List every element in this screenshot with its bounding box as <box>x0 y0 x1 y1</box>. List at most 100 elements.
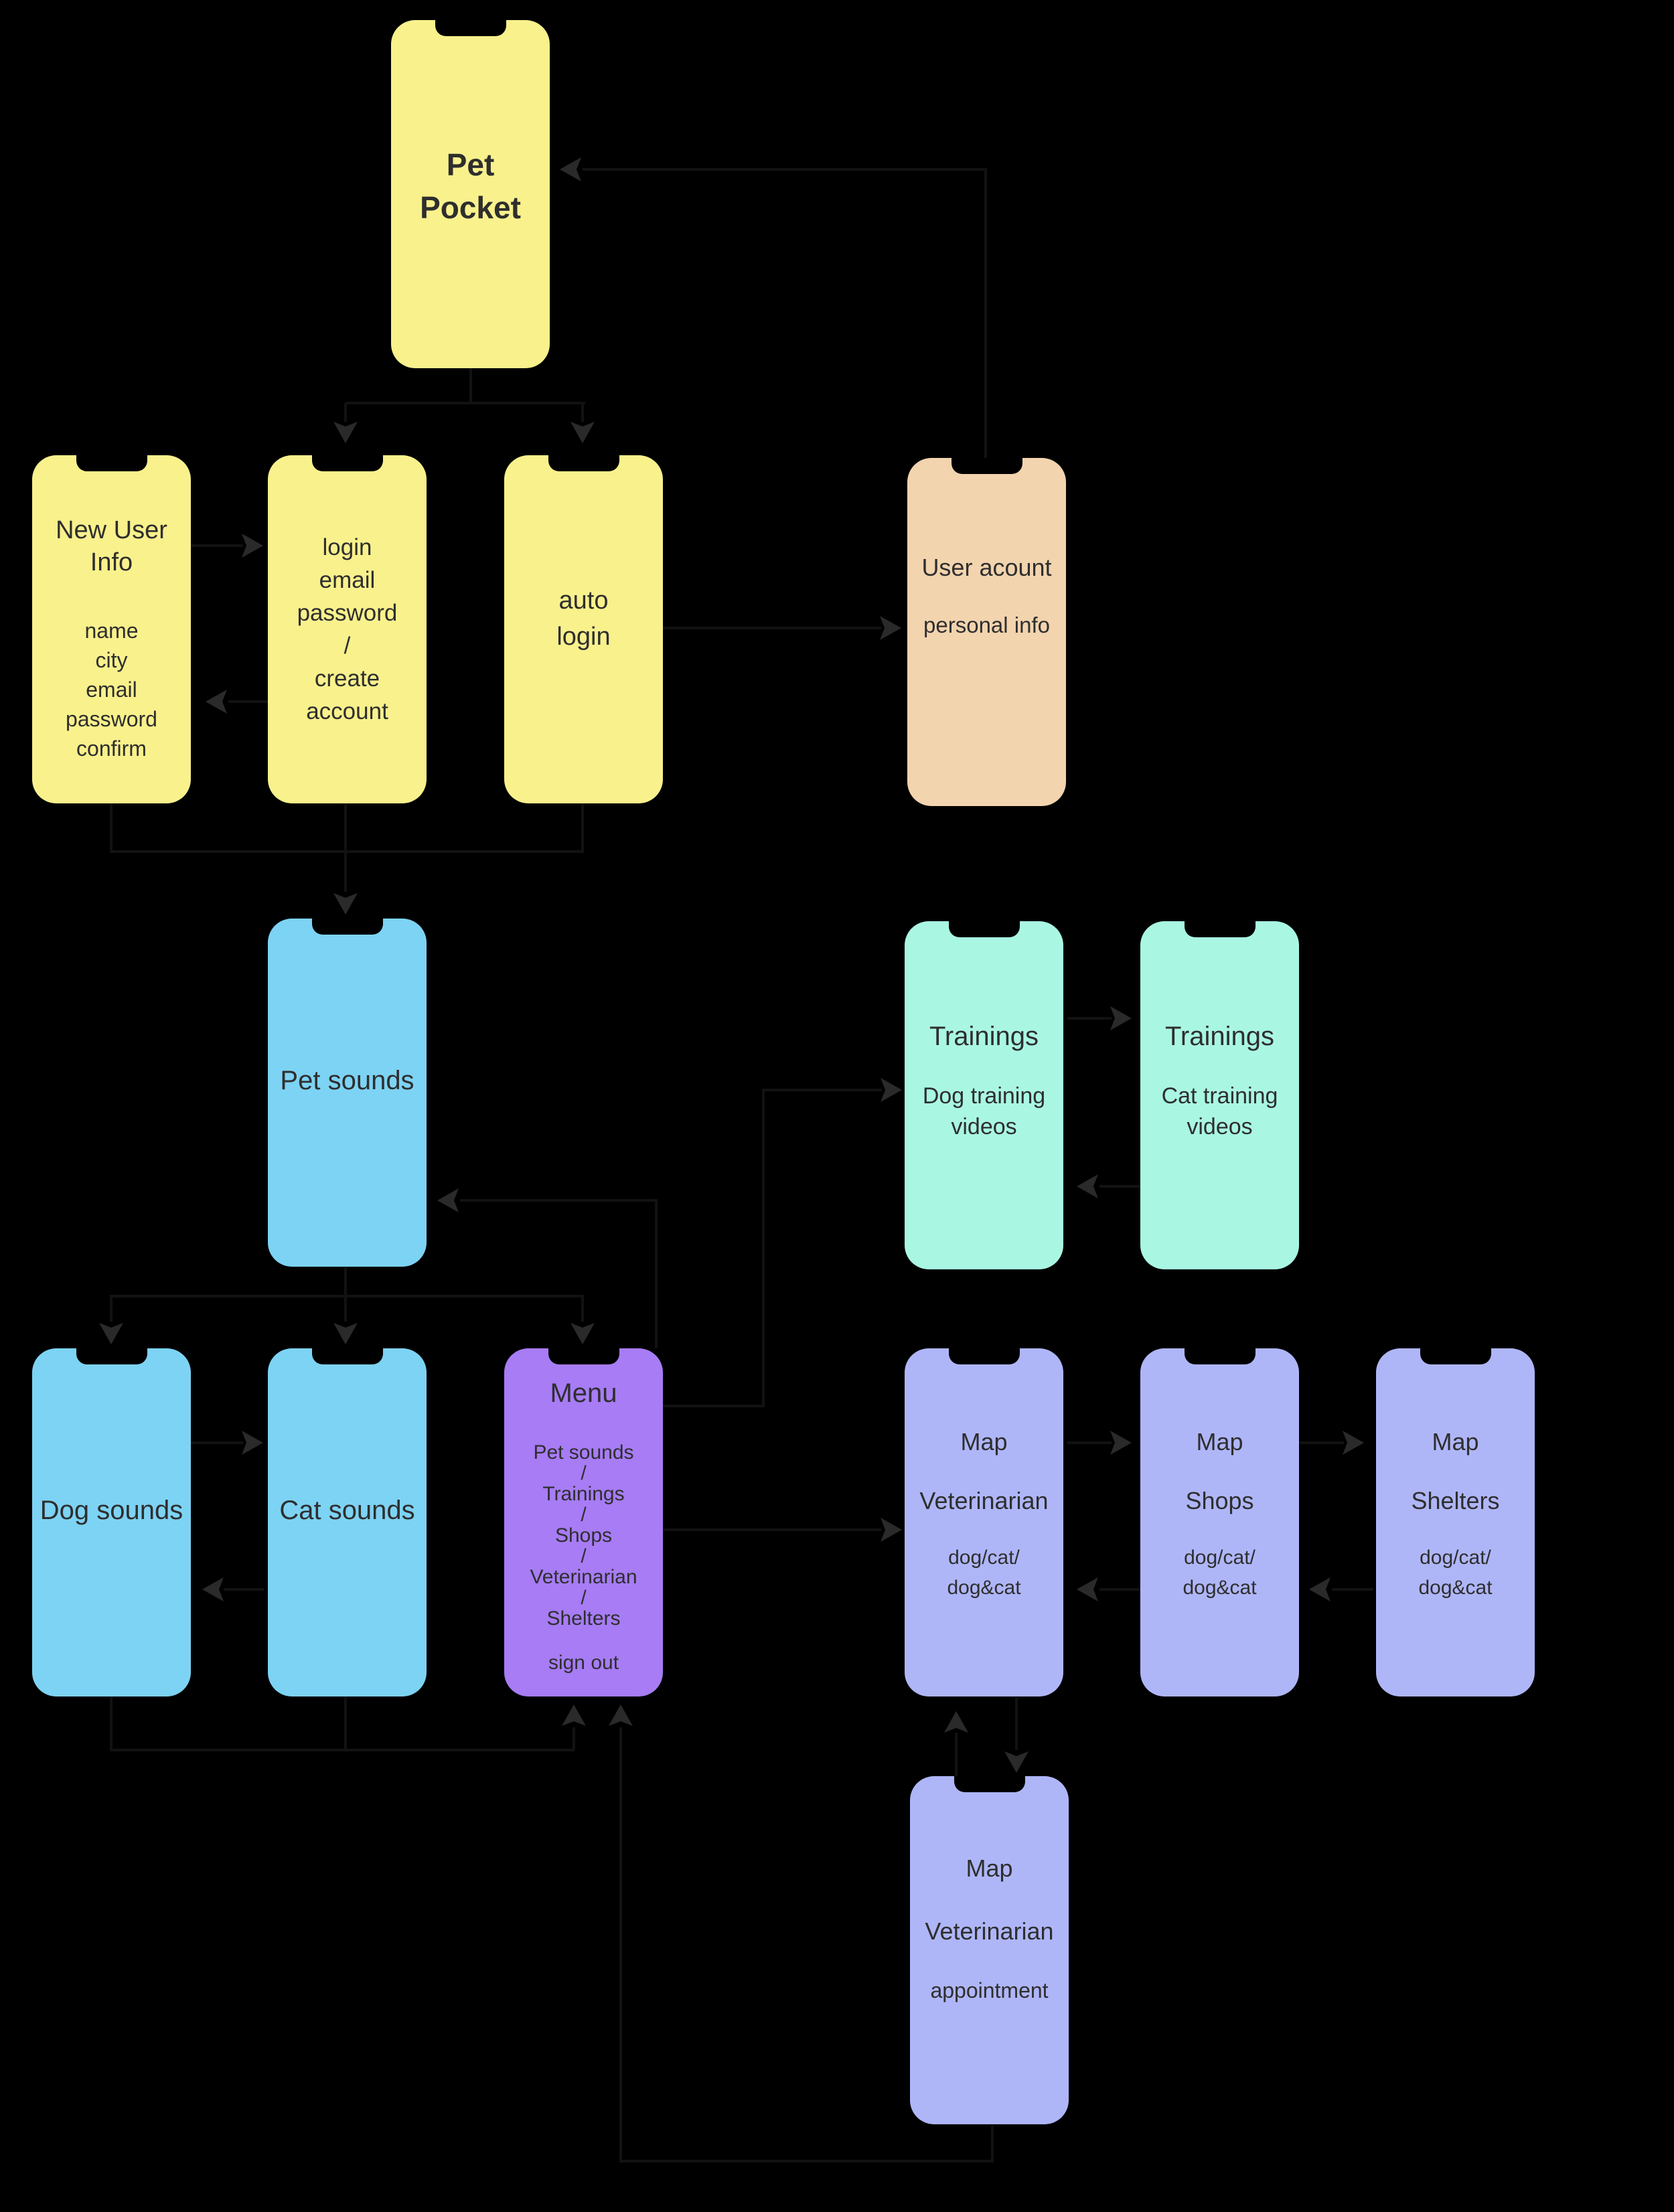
screen-map-shops: Map Shops dog/cat/ dog&cat <box>1140 1348 1299 1696</box>
screen-title: Trainings <box>1164 1022 1275 1051</box>
screen-subtitle: personal info <box>923 613 1050 637</box>
screen-text: dog/cat/ <box>1184 1547 1256 1569</box>
screen-title: New User <box>56 516 167 544</box>
arrow-left-icon <box>1309 1577 1330 1601</box>
screen-text: login <box>556 623 611 651</box>
field-label: name <box>84 619 139 643</box>
field-list: name city email password confirm <box>66 616 157 763</box>
menu-item: Veterinarian <box>530 1566 637 1588</box>
arrow-left-icon <box>1077 1577 1098 1601</box>
phone-notch <box>548 1348 619 1364</box>
menu-separator: / <box>581 1462 587 1484</box>
screen-title: Map <box>966 1854 1013 1882</box>
screen-text: dog&cat <box>947 1577 1021 1599</box>
connector-line <box>110 850 584 853</box>
screen-login: login email password / create account <box>268 455 427 803</box>
arrow-right-icon <box>242 1431 263 1455</box>
connector-line <box>344 403 347 422</box>
field-label: city <box>95 648 128 672</box>
screen-text: dog/cat/ <box>948 1547 1020 1569</box>
phone-notch <box>311 1348 383 1364</box>
screen-title: Trainings <box>929 1022 1039 1051</box>
screen-title: Pocket <box>420 190 521 225</box>
arrow-left-icon <box>202 1577 224 1601</box>
screen-new-user-info: New User Info name city email password c… <box>32 455 191 803</box>
connector-line <box>583 168 987 171</box>
connector-line <box>469 367 472 403</box>
screen-trainings-cat: Trainings Cat training videos <box>1140 921 1299 1269</box>
screen-map-veterinarian: Map Veterinarian dog/cat/ dog&cat <box>905 1348 1063 1696</box>
screen-dog-sounds: Dog sounds <box>32 1348 191 1696</box>
screen-subtitle: videos <box>1187 1114 1253 1139</box>
field-label: email <box>86 678 137 702</box>
arrow-left-icon <box>560 157 581 181</box>
arrow-right-icon <box>1343 1431 1364 1455</box>
connector-line <box>581 1296 584 1322</box>
screen-user-account: User acount personal info <box>907 458 1066 806</box>
screen-subtitle: Cat training <box>1161 1083 1278 1109</box>
phone-notch <box>76 1348 147 1364</box>
phone-notch <box>951 458 1022 474</box>
screen-text: login <box>322 534 372 560</box>
screen-title: Pet <box>446 147 495 182</box>
screen-text: / <box>344 633 351 659</box>
screen-subtitle: Shops <box>1185 1487 1254 1514</box>
screen-menu: Menu Pet sounds / Trainings / Shops / Ve… <box>504 1348 663 1696</box>
connector-line <box>581 803 584 853</box>
connector-line <box>762 1089 765 1407</box>
menu-separator: / <box>581 1587 587 1609</box>
connector-line <box>663 627 881 629</box>
phone-notch <box>311 919 383 935</box>
connector-line <box>984 168 987 458</box>
connector-line <box>346 402 585 404</box>
connector-line <box>224 1588 264 1591</box>
menu-item: Trainings <box>542 1483 625 1505</box>
connector-line <box>991 2125 994 2162</box>
menu-item: Pet sounds <box>533 1441 634 1464</box>
screen-text: auto <box>558 586 609 615</box>
phone-notch <box>948 1348 1020 1364</box>
screen-text: dog&cat <box>1183 1577 1257 1599</box>
connector-line <box>191 1441 243 1444</box>
phone-notch <box>311 455 383 471</box>
arrow-down-icon <box>333 422 358 443</box>
screen-subtitle: videos <box>951 1114 1017 1139</box>
screen-title: Menu <box>550 1378 617 1408</box>
field-label: password <box>66 707 157 731</box>
connector-line <box>228 700 269 703</box>
arrow-right-icon <box>242 534 263 558</box>
screen-text: account <box>306 698 388 724</box>
menu-item-list: Pet sounds / Trainings / Shops / Veterin… <box>530 1442 637 1629</box>
screen-text: password <box>297 600 398 626</box>
screen-title: Info <box>90 548 133 576</box>
connector-line <box>619 2160 994 2162</box>
connector-line <box>110 1749 575 1751</box>
arrow-right-icon <box>1110 1431 1132 1455</box>
connector-line <box>110 1696 112 1751</box>
connector-line <box>663 1405 765 1407</box>
connector-line <box>1015 1698 1018 1750</box>
connector-line <box>955 1733 958 1776</box>
menu-separator: / <box>581 1545 587 1567</box>
connector-line <box>1099 1588 1141 1591</box>
menu-separator: / <box>581 1504 587 1526</box>
screen-text: dog&cat <box>1418 1577 1493 1599</box>
phone-notch <box>1184 921 1256 937</box>
menu-item: Shops <box>554 1524 613 1547</box>
connector-line <box>1067 1017 1112 1020</box>
phone-notch <box>1184 1348 1256 1364</box>
field-label: confirm <box>76 736 147 761</box>
connector-line <box>110 803 112 853</box>
connector-line <box>460 1199 658 1202</box>
screen-cat-sounds: Cat sounds <box>268 1348 427 1696</box>
screen-text: email <box>319 567 376 593</box>
connector-line <box>1067 1441 1112 1444</box>
screen-text: create <box>314 665 380 692</box>
arrow-right-icon <box>881 1518 902 1542</box>
screen-subtitle: Dog training <box>922 1083 1046 1109</box>
screen-subtitle: Veterinarian <box>925 1917 1054 1945</box>
screen-subtitle: Shelters <box>1411 1487 1500 1514</box>
arrow-down-icon <box>570 422 595 443</box>
connector-line <box>344 1296 347 1322</box>
connector-line <box>663 1528 881 1531</box>
